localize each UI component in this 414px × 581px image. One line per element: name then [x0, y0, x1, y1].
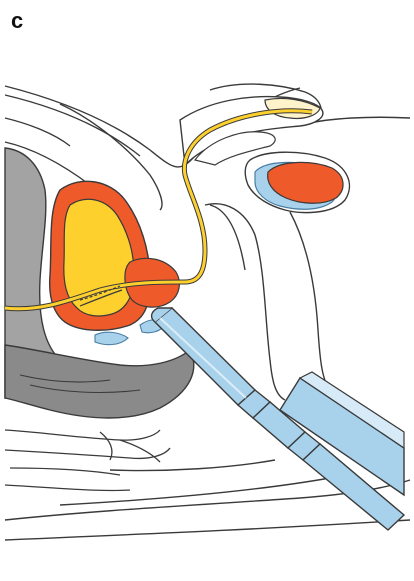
ultrasound-probe [152, 308, 404, 530]
lower-lobe [245, 152, 349, 212]
lower-organ-lines [5, 430, 170, 491]
